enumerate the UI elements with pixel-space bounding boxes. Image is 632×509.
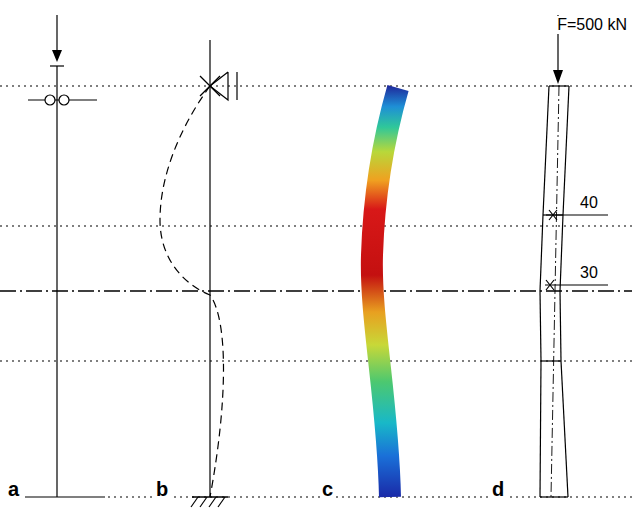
column-with-imperfections bbox=[540, 15, 608, 497]
panel-letter: c bbox=[320, 478, 335, 500]
panel-letter: b bbox=[154, 478, 170, 500]
imperfection-dimension: 30 bbox=[578, 264, 600, 282]
deformed-column-contour bbox=[372, 88, 398, 497]
imperfection-dimension: 40 bbox=[578, 194, 600, 212]
pinned-column-scheme bbox=[25, 15, 105, 497]
buckling-mode-scheme bbox=[160, 40, 237, 507]
reference-lines bbox=[0, 86, 632, 497]
load-label: F=500 kN bbox=[555, 16, 629, 34]
panel-letter: a bbox=[6, 478, 21, 500]
panel-letter: d bbox=[490, 478, 506, 500]
